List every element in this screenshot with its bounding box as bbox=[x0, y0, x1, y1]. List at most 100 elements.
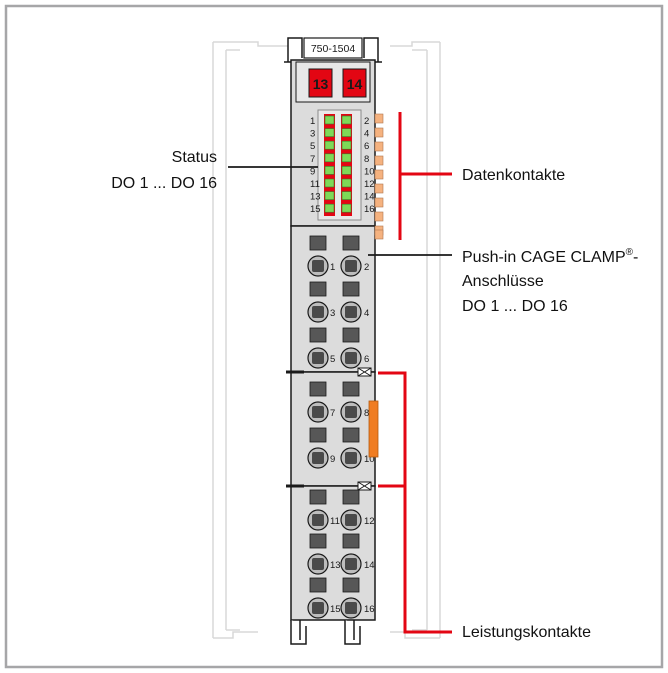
status-label-line1: Status bbox=[172, 149, 217, 166]
part-number: 750-1504 bbox=[311, 43, 356, 55]
clamp-entry bbox=[312, 558, 324, 570]
terminal-number: 5 bbox=[330, 354, 335, 365]
status-led bbox=[324, 178, 335, 188]
terminal-number: 10 bbox=[364, 454, 375, 465]
status-led bbox=[324, 153, 335, 163]
clamp-entry bbox=[312, 452, 324, 464]
status-led bbox=[341, 203, 352, 213]
led-number: 6 bbox=[364, 141, 369, 152]
pushin-label-line3: DO 1 ... DO 16 bbox=[462, 298, 568, 315]
data-contact-tab bbox=[374, 211, 384, 222]
led-number: 14 bbox=[364, 192, 375, 203]
led-number: 15 bbox=[310, 204, 321, 215]
led-number: 2 bbox=[364, 116, 369, 127]
status-led bbox=[341, 140, 352, 150]
push-button[interactable] bbox=[342, 381, 360, 397]
terminal-block-3 bbox=[290, 485, 376, 621]
terminal-number: 13 bbox=[330, 560, 341, 571]
terminal-number: 12 bbox=[364, 516, 375, 527]
terminal-number: 6 bbox=[364, 354, 369, 365]
terminal-number: 3 bbox=[330, 308, 335, 319]
push-button[interactable] bbox=[309, 281, 327, 297]
status-led bbox=[324, 115, 335, 125]
terminal-number: 7 bbox=[330, 408, 335, 419]
terminal-number: 16 bbox=[364, 604, 375, 615]
status-led bbox=[324, 128, 335, 137]
led-number: 8 bbox=[364, 154, 369, 165]
terminal-number: 2 bbox=[364, 262, 369, 273]
data-contact-tab bbox=[374, 183, 384, 194]
terminal-number: 4 bbox=[364, 308, 369, 319]
clamp-entry bbox=[345, 602, 357, 614]
clamp-entry bbox=[345, 406, 357, 418]
module-top-hooks bbox=[284, 37, 382, 63]
power-contacts-bracket bbox=[378, 371, 452, 634]
led-number: 7 bbox=[310, 154, 315, 165]
data-contact-tab bbox=[374, 127, 384, 138]
push-button[interactable] bbox=[342, 327, 360, 343]
marker-right: 14 bbox=[347, 76, 363, 92]
terminal-number: 8 bbox=[364, 408, 369, 419]
status-led bbox=[341, 166, 352, 175]
data-contact-tab bbox=[374, 229, 384, 240]
clamp-entry bbox=[312, 352, 324, 364]
status-leds bbox=[324, 115, 352, 213]
status-led bbox=[341, 178, 352, 188]
clamp-entry bbox=[345, 452, 357, 464]
led-column-right-backing bbox=[341, 114, 352, 216]
clamp-entry bbox=[312, 602, 324, 614]
neighbor-rail-outline bbox=[212, 41, 441, 639]
power-slider bbox=[368, 400, 379, 458]
clamp-entry bbox=[345, 306, 357, 318]
led-number: 9 bbox=[310, 166, 315, 177]
push-button[interactable] bbox=[309, 327, 327, 343]
push-button[interactable] bbox=[309, 381, 327, 397]
status-led bbox=[324, 191, 335, 200]
status-led bbox=[324, 140, 335, 150]
push-button[interactable] bbox=[342, 533, 360, 549]
push-button[interactable] bbox=[342, 489, 360, 505]
push-button[interactable] bbox=[309, 533, 327, 549]
push-button[interactable] bbox=[342, 235, 360, 251]
push-button[interactable] bbox=[309, 577, 327, 593]
push-button[interactable] bbox=[342, 577, 360, 593]
data-contacts-bracket bbox=[398, 112, 452, 240]
push-button[interactable] bbox=[309, 235, 327, 251]
power-jumper-marks bbox=[357, 367, 372, 491]
status-led bbox=[341, 115, 352, 125]
power-contacts-label: Leistungskontakte bbox=[462, 624, 591, 641]
led-number: 3 bbox=[310, 129, 315, 140]
part-number-plate bbox=[303, 37, 363, 59]
pushin-main: Push-in CAGE CLAMP bbox=[462, 249, 626, 266]
led-number: 10 bbox=[364, 166, 375, 177]
pushin-label-line1: Push-in CAGE CLAMP®- bbox=[462, 247, 638, 266]
terminal-block-1 bbox=[290, 225, 376, 373]
status-led bbox=[324, 166, 335, 175]
clamp-entry bbox=[345, 558, 357, 570]
clamp-entry bbox=[312, 514, 324, 526]
push-button[interactable] bbox=[309, 489, 327, 505]
outer-frame bbox=[4, 4, 664, 669]
push-button[interactable] bbox=[309, 427, 327, 443]
clamp-entry bbox=[345, 514, 357, 526]
terminal-number: 15 bbox=[330, 604, 341, 615]
push-button[interactable] bbox=[342, 281, 360, 297]
push-button[interactable] bbox=[342, 427, 360, 443]
clamp-entry bbox=[312, 260, 324, 272]
status-led bbox=[324, 203, 335, 213]
led-column-left-backing bbox=[324, 114, 335, 216]
status-led bbox=[341, 128, 352, 137]
marker-left-box bbox=[308, 68, 333, 98]
pushin-registered-mark: ® bbox=[626, 247, 634, 258]
clamp-entry bbox=[312, 406, 324, 418]
led-number: 1 bbox=[310, 116, 315, 127]
status-label-line2: DO 1 ... DO 16 bbox=[111, 175, 217, 192]
data-contact-tab bbox=[374, 155, 384, 166]
status-led bbox=[341, 153, 352, 163]
led-number: 16 bbox=[364, 204, 375, 215]
clamp-entry bbox=[345, 260, 357, 272]
terminal-number: 11 bbox=[330, 516, 340, 527]
led-number: 12 bbox=[364, 179, 375, 190]
module-bottom-feet bbox=[290, 620, 361, 645]
